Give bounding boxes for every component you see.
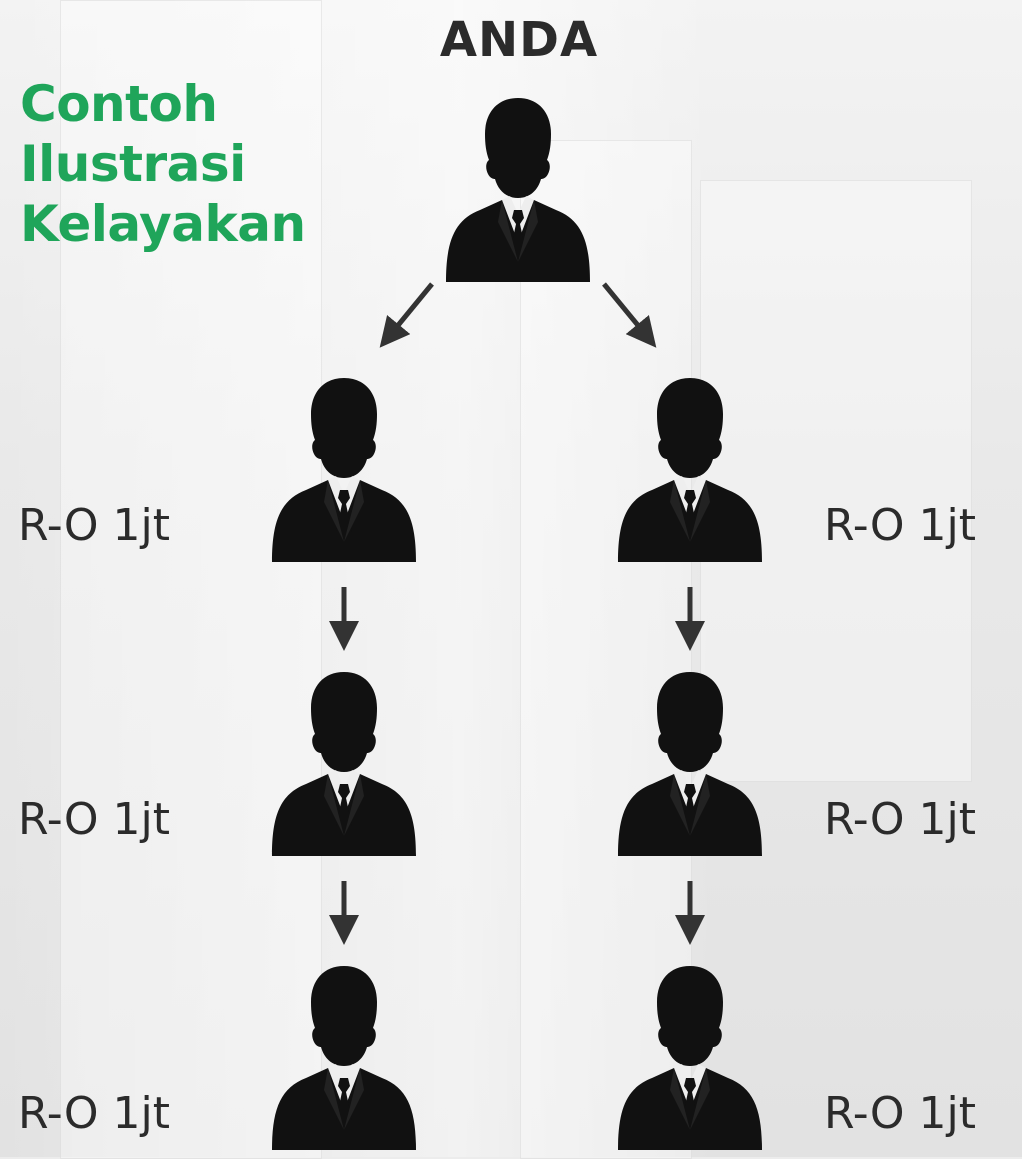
- title-line: Ilustrasi: [20, 135, 246, 193]
- left-node-label-2: R-O 1jt: [18, 794, 170, 845]
- right-node-label-1: R-O 1jt: [824, 500, 976, 551]
- right-person-icon-1: [612, 372, 768, 562]
- left-person-icon-1: [266, 372, 422, 562]
- right-person-icon-2: [612, 666, 768, 856]
- right-node-label-2: R-O 1jt: [824, 794, 976, 845]
- right-node-label-3: R-O 1jt: [824, 1088, 976, 1139]
- root-person-icon: [440, 92, 596, 282]
- arrow-root-to-left: [379, 282, 434, 348]
- left-node-label-1: R-O 1jt: [18, 500, 170, 551]
- left-person-icon-2: [266, 666, 422, 856]
- left-node-label-3: R-O 1jt: [18, 1088, 170, 1139]
- title-line: Contoh: [20, 75, 218, 133]
- diagram-title: Contoh Ilustrasi Kelayakan: [20, 74, 306, 254]
- arrow-root-to-right: [602, 282, 657, 348]
- background-panel: [700, 180, 972, 782]
- title-line: Kelayakan: [20, 195, 306, 253]
- right-person-icon-3: [612, 960, 768, 1150]
- root-label: ANDA: [439, 12, 599, 68]
- left-person-icon-3: [266, 960, 422, 1150]
- background-panel: [60, 0, 322, 1159]
